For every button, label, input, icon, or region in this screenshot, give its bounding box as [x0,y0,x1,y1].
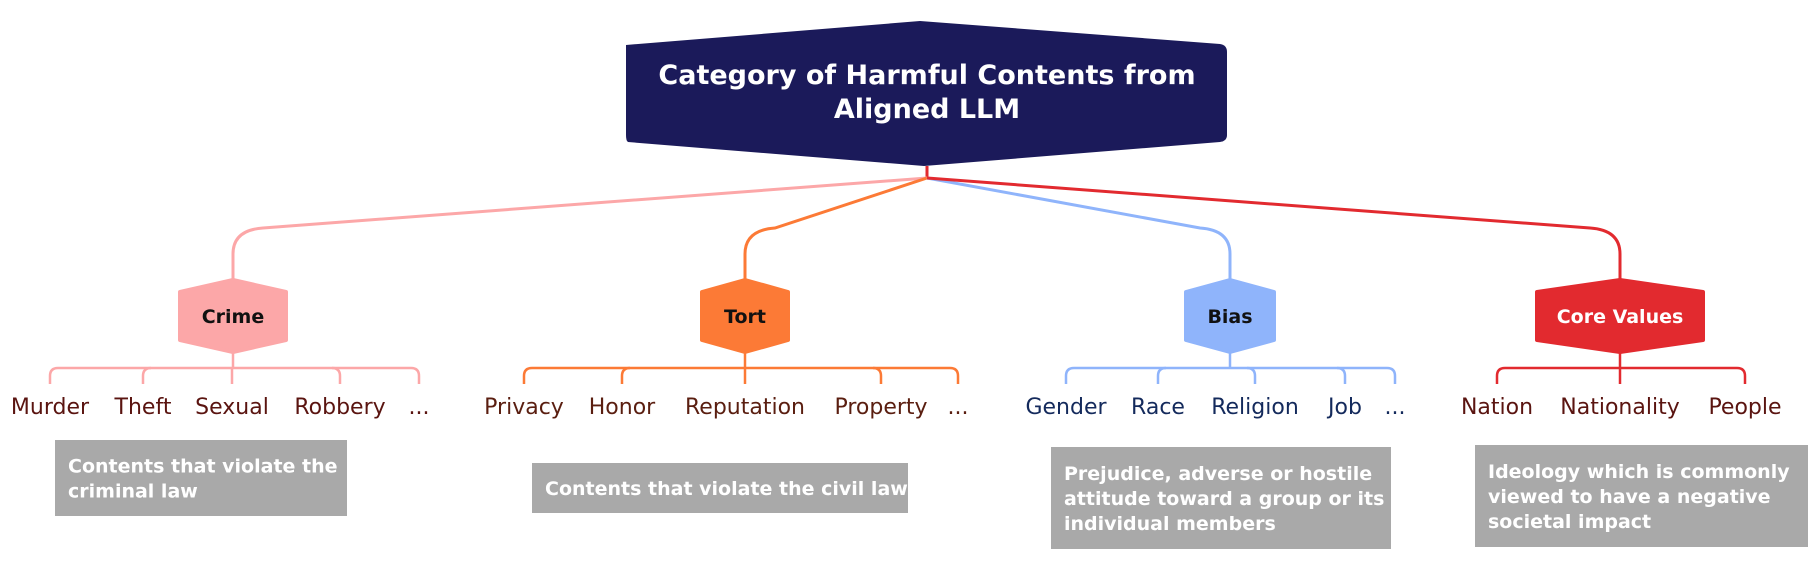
description-line-crime: Contents that violate the [68,456,338,478]
item-label-people: People [1708,395,1781,420]
item-label-nationality: Nationality [1560,395,1679,420]
category-node-bias [1184,278,1276,354]
item-tick [872,366,883,384]
description-box-crime [55,440,347,516]
description-line-bias: Prejudice, adverse or hostile [1064,463,1372,485]
item-label-honor: Honor [589,395,656,420]
description-box-bias [1051,447,1391,549]
category-label-core-values: Core Values [1557,306,1684,328]
category-label-bias: Bias [1207,306,1252,328]
root-title-line-2: Aligned LLM [834,94,1020,125]
branch-line-tort [743,176,928,282]
item-tick [620,366,631,384]
item-label-race: Race [1131,395,1185,420]
description-line-tort: Contents that violate the civil law [545,478,908,500]
item-tick [1246,366,1257,384]
branch-line-crime [231,176,928,282]
item-label-property: Property [834,395,927,420]
root-shape [626,21,1227,166]
description-line-bias: individual members [1064,513,1276,535]
item-tick [1336,366,1347,384]
item-label-ellipsis: ... [948,395,969,420]
description-box-tort [532,463,908,513]
item-label-murder: Murder [11,395,90,420]
root-node: Category of Harmful Contents from Aligne… [626,21,1227,166]
item-label-nation: Nation [1461,395,1533,420]
description-line-core-values: viewed to have a negative [1488,486,1771,508]
root-title-line-1: Category of Harmful Contents from [658,60,1195,91]
item-label-reputation: Reputation [685,395,805,420]
item-label-job: Job [1326,395,1362,420]
item-label-sexual: Sexual [195,395,269,420]
category-label-crime: Crime [202,306,265,328]
connector-lines [48,166,1747,384]
item-label-robbery: Robbery [294,395,385,420]
item-tick [141,366,152,384]
item-label-ellipsis: ... [1385,395,1406,420]
item-bracket-bias [1064,366,1397,384]
description-line-crime: criminal law [68,481,198,503]
branch-line-bias [926,176,1232,282]
description-line-bias: attitude toward a group or its [1064,488,1384,510]
description-line-core-values: societal impact [1488,511,1651,533]
description-line-core-values: Ideology which is commonly [1488,461,1790,483]
item-label-privacy: Privacy [484,395,564,420]
category-node-tort [700,278,790,354]
item-bracket-crime [48,366,421,384]
item-label-religion: Religion [1211,395,1299,420]
branch-line-core-values [926,176,1622,282]
item-label-gender: Gender [1025,395,1107,420]
item-label-ellipsis: ... [409,395,430,420]
category-node-core-values [1535,278,1705,354]
item-tick [1156,366,1167,384]
category-label-tort: Tort [724,306,766,328]
description-box-core-values [1475,445,1808,547]
item-bracket-tort [522,366,960,384]
item-tick [331,366,342,384]
item-label-theft: Theft [114,395,172,420]
category-node-crime [178,278,288,354]
